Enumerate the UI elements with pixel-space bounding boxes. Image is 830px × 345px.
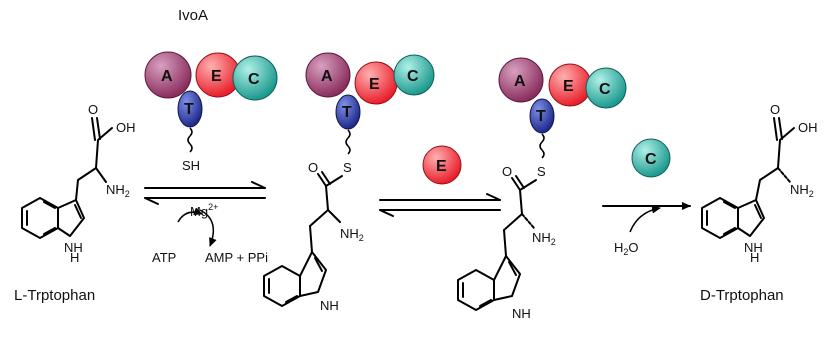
domain-t-label: T [342,104,352,121]
domain-t-sphere [529,98,555,134]
oxygen-label: O [502,164,512,179]
equilibrium-arrow-1: ATP Mg2+ AMP + PPi [144,181,268,265]
free-domain-e-sphere [422,145,462,185]
indole-nh-label: NH [320,298,339,313]
domain-e-label: E [563,78,574,95]
enzyme-complex-free: A E C T SH [144,51,278,173]
domain-t-label: T [536,108,546,125]
amine-label: NH2 [790,182,814,199]
l-tryptophan-name: L-Trptophan [14,287,95,304]
domain-e-label: E [211,68,222,85]
domain-c-sphere [393,54,435,96]
domain-c-sphere [585,67,627,109]
wavy-linker [345,129,351,155]
domain-e-label: E [369,76,380,93]
oxygen-label: O [88,102,98,117]
hydrolysis-arrow: C H2O [602,138,691,257]
domain-a-sphere [305,52,351,98]
wavy-linker [187,127,193,153]
free-domain-c-sphere [631,138,671,178]
enzyme-title: IvoA [178,7,208,24]
domain-t-sphere [335,94,361,130]
wavy-linker [539,133,545,159]
products-label: AMP + PPi [205,250,268,265]
indole-h-label: H [70,250,79,265]
equilibrium-arrow-2: E [379,145,501,217]
domain-a-sphere [144,51,192,99]
amine-label: NH2 [532,230,556,247]
domain-a-label: A [161,68,173,85]
domain-c-sphere [232,55,278,101]
hydroxyl-label: OH [798,120,818,135]
domain-a-sphere [498,57,544,103]
thiol-label: SH [182,158,200,173]
indole-nh-label: NH [64,240,83,255]
d-tryptophan-name: D-Trptophan [700,287,784,304]
domain-a-label: A [321,68,333,85]
amine-label: NH2 [106,182,130,199]
domain-a-label: A [514,73,526,90]
free-domain-e-label: E [436,158,447,175]
sulfur-label: S [537,164,546,179]
hydroxyl-label: OH [116,120,136,135]
l-tryptophan-structure: O OH NH2 NH H L-Trptophan [14,102,136,304]
domain-c-label: C [599,81,611,98]
d-tryptophan-structure: O OH NH2 NH H D-Trptophan [700,102,818,304]
free-domain-c-label: C [645,151,657,168]
oxygen-label: O [770,102,780,117]
domain-t-sphere [177,90,203,128]
oxygen-label: O [308,160,318,175]
sulfur-label: S [343,160,352,175]
water-label: H2O [614,240,639,257]
amine-label: NH2 [340,226,364,243]
indole-nh-label: NH [512,306,531,321]
indole-nh-label: NH [744,240,763,255]
enzyme-complex-loaded-d: A E C T S O NH2 NH [457,57,627,321]
magnesium-label: Mg2+ [190,202,218,219]
indole-h-label: H [750,250,759,265]
enzyme-complex-loaded-l: A E C T S O NH2 NH [263,52,435,313]
domain-c-label: C [248,71,260,88]
domain-c-label: C [407,68,419,85]
atp-label: ATP [152,250,176,265]
domain-t-label: T [184,101,194,118]
